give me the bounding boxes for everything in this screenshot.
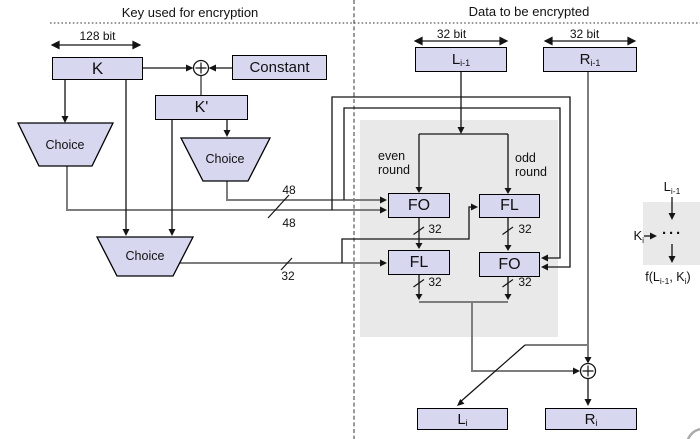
fl-even-box: FL: [388, 250, 450, 275]
constant-box: Constant: [232, 55, 327, 80]
wire-fl-odd-key: [341, 206, 472, 263]
choice-top-label: Choice: [45, 138, 85, 152]
fo-even-box: FO: [388, 193, 450, 218]
measure-arrow-32bit-right: [543, 36, 637, 46]
even-round-label: even round: [378, 149, 410, 177]
wire-choice-top-48: [66, 166, 384, 211]
fl-odd-box: FL: [479, 194, 540, 218]
bus-width-ticks: [267, 194, 514, 288]
wire-loop-inner-48: [343, 107, 561, 259]
measure-arrow-128bit: [50, 40, 142, 50]
choice-mid-label: Choice: [205, 152, 245, 166]
measure-arrow-32bit-left: [413, 36, 509, 46]
wire-loop-outer-48: [331, 96, 571, 268]
kprime-box: K': [155, 95, 248, 120]
key-box: K: [52, 57, 143, 80]
xor-key-icon: [192, 59, 210, 77]
arrowheads: [61, 64, 676, 406]
choice-mid-shape: [179, 137, 272, 182]
mini-output-label: f(Li-1, Ki): [645, 270, 691, 286]
fl-even-out-label: 32: [428, 275, 442, 289]
round-function-panel: [360, 120, 558, 337]
section-title-data: Data to be encrypted: [468, 4, 590, 19]
signal-wires: [64, 67, 589, 404]
fo-odd-out-label: 32: [518, 275, 532, 289]
fo-even-out-label: 32: [428, 222, 442, 236]
l-width-label: 32 bit: [436, 27, 467, 41]
fl-odd-out-label: 32: [518, 222, 532, 236]
bus-48-label-a: 48: [282, 183, 296, 197]
mini-ellipsis: ···: [662, 225, 683, 242]
wire-round-split: [418, 133, 509, 189]
corner-arc-decoration: [686, 428, 700, 439]
mini-input-label: Li-1: [663, 179, 681, 196]
key-width-label: 128 bit: [79, 29, 116, 43]
choice-bottom-label: Choice: [125, 249, 165, 263]
mini-key-label: Ki: [633, 228, 644, 245]
bus-48-label-b: 48: [282, 216, 296, 230]
choice-bottom-shape: [95, 236, 195, 277]
fo-odd-box: FO: [479, 252, 540, 277]
xor-data-icon: [579, 362, 597, 380]
choice-trapezoids: [16, 122, 272, 277]
choice-top-shape: [16, 122, 115, 167]
odd-round-label: odd round: [515, 151, 547, 179]
wire-swap-diagonal: [458, 344, 526, 404]
wire-f-output: [419, 301, 573, 372]
bus-32-label-c: 32: [281, 269, 295, 283]
r-width-label: 32 bit: [569, 27, 600, 41]
mini-function-wires: [644, 197, 673, 257]
section-title-key: Key used for encryption: [121, 5, 259, 20]
